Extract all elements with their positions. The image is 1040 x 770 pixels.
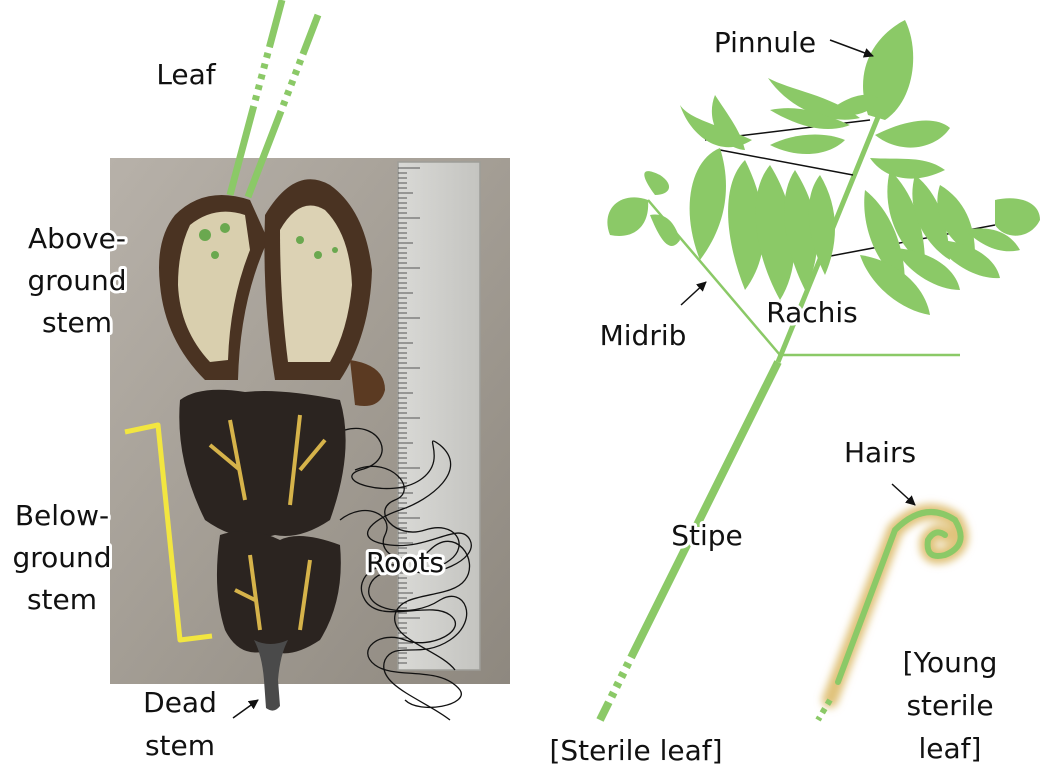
label-rachis: Rachis bbox=[766, 296, 858, 329]
label-dead-stem-2: stem bbox=[145, 729, 215, 762]
pinnule-arrow bbox=[830, 40, 873, 56]
midrib-arrow bbox=[681, 282, 706, 305]
label-above-ground-stem-3: stem bbox=[42, 306, 112, 339]
label-above-ground-stem-2: ground bbox=[27, 264, 126, 297]
specimen-photo bbox=[110, 0, 510, 720]
label-young-sterile-leaf-3: leaf] bbox=[919, 732, 982, 765]
ruler bbox=[398, 162, 480, 670]
label-young-sterile-leaf-1: [Young bbox=[903, 646, 998, 679]
label-dead-stem-1: Dead bbox=[143, 686, 217, 719]
pinnules bbox=[607, 20, 1040, 315]
label-sterile-leaf: [Sterile leaf] bbox=[549, 734, 722, 767]
dead-stem-arrow bbox=[233, 700, 258, 718]
label-pinnule: Pinnule bbox=[714, 26, 816, 59]
label-leaf: Leaf bbox=[156, 58, 216, 91]
label-hairs: Hairs bbox=[844, 436, 916, 469]
label-above-ground-stem-1: Above- bbox=[28, 222, 126, 255]
label-stipe: Stipe bbox=[671, 519, 743, 552]
label-below-ground-stem-3: stem bbox=[27, 583, 97, 616]
hairs-arrow bbox=[892, 484, 915, 505]
label-midrib: Midrib bbox=[600, 319, 687, 352]
frond-diagram bbox=[600, 20, 1040, 720]
label-below-ground-stem-2: ground bbox=[12, 541, 111, 574]
label-young-sterile-leaf-2: sterile bbox=[906, 689, 993, 722]
label-below-ground-stem-1: Below- bbox=[15, 499, 109, 532]
label-roots: Roots bbox=[366, 546, 444, 579]
